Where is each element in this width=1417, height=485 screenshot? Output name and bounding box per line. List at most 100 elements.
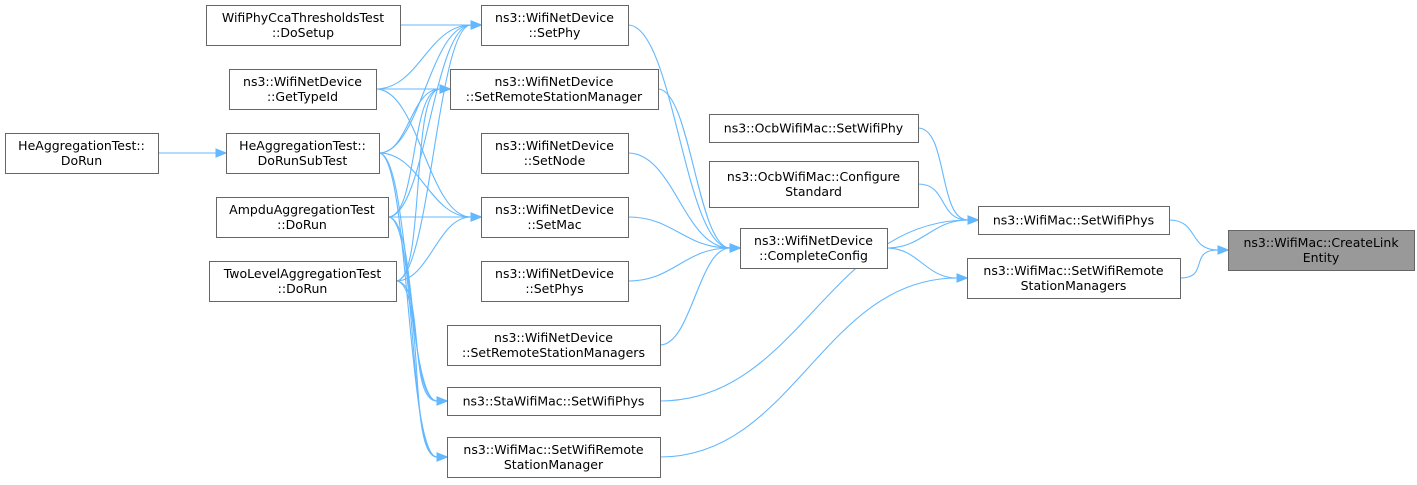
edge-complete_config-to-set_wifi_remote_station_managers	[886, 247, 969, 283]
node-box[interactable]	[481, 261, 629, 302]
edge-two_level_do_run-to-set_mac	[395, 212, 483, 282]
node-label: TwoLevelAggregationTest	[223, 266, 382, 281]
node-he-do-run[interactable]: HeAggregationTest::DoRun	[5, 133, 159, 174]
node-box[interactable]	[447, 437, 661, 478]
node-box[interactable]	[206, 5, 401, 46]
node-set-phy[interactable]: ns3::WifiNetDevice::SetPhy	[481, 5, 629, 46]
node-box[interactable]	[5, 133, 159, 174]
edge-line	[375, 88, 472, 218]
edge-line	[627, 152, 731, 249]
node-ocb-set-wifi-phy[interactable]: ns3::OcbWifiMac::SetWifiPhy	[709, 114, 919, 143]
edge-line	[659, 219, 969, 402]
edge-line	[1179, 249, 1219, 279]
node-set-remote-station-managers[interactable]: ns3::WifiNetDevice::SetRemoteStationMana…	[447, 325, 661, 366]
edge-line	[395, 216, 472, 282]
node-label: ::SetPhys	[525, 281, 583, 296]
node-box[interactable]	[209, 261, 397, 302]
node-box[interactable]	[229, 69, 377, 110]
node-label: ns3::WifiMac::CreateLink	[1243, 235, 1399, 250]
edge-line	[387, 216, 438, 458]
node-sta-set-wifi-phys[interactable]: ns3::StaWifiMac::SetWifiPhys	[447, 387, 661, 416]
edge-arrowhead	[436, 396, 449, 406]
node-label: ::DoRun	[277, 217, 327, 232]
node-box[interactable]	[447, 387, 661, 416]
edge-line	[917, 127, 969, 221]
node-box[interactable]	[447, 325, 661, 366]
node-ampdu-do-run[interactable]: AmpduAggregationTest::DoRun	[216, 197, 389, 238]
node-get-type-id[interactable]: ns3::WifiNetDevice::GetTypeId	[229, 69, 377, 110]
node-set-phys[interactable]: ns3::WifiNetDevice::SetPhys	[481, 261, 629, 302]
edge-line	[395, 24, 472, 282]
edge-line	[378, 152, 438, 402]
node-label: ns3::OcbWifiMac::SetWifiPhy	[724, 121, 904, 136]
node-box[interactable]	[967, 258, 1181, 299]
node-box[interactable]	[740, 228, 888, 269]
node-label: StationManagers	[1021, 278, 1127, 293]
node-label: ::SetMac	[527, 217, 581, 232]
node-label: ::SetPhy	[529, 25, 581, 40]
edge-he_do_run-to-he_do_run_sub_test	[158, 148, 228, 158]
node-two-level-do-run[interactable]: TwoLevelAggregationTest::DoRun	[209, 261, 397, 302]
node-label: ns3::WifiNetDevice	[495, 138, 614, 153]
node-label: ns3::WifiMac::SetWifiRemote	[983, 263, 1163, 278]
edge-arrowhead	[470, 212, 483, 222]
edge-complete_config-to-set_wifi_phys	[886, 215, 980, 249]
node-label: HeAggregationTest::	[239, 138, 366, 153]
target-node-box[interactable]	[1228, 230, 1415, 271]
node-label: StationManager	[504, 457, 604, 472]
edge-arrowhead	[729, 243, 742, 253]
node-box[interactable]	[481, 133, 629, 174]
node-label: HeAggregationTest::	[18, 138, 145, 153]
edge-line	[395, 280, 438, 402]
edge-set_wifi_remote_station_managers-to-create_link_entity	[1179, 245, 1230, 279]
edge-two_level_do_run-to-sta_set_wifi_phys	[395, 280, 449, 406]
node-complete-config[interactable]: ns3::WifiNetDevice::CompleteConfig	[740, 228, 888, 269]
node-box[interactable]	[978, 206, 1170, 235]
node-label: ns3::WifiNetDevice	[494, 330, 613, 345]
edge-arrowhead	[956, 273, 969, 283]
node-label: DoRun	[61, 153, 102, 168]
node-label: ns3::WifiNetDevice	[754, 233, 873, 248]
edge-line	[659, 247, 731, 346]
node-label: Entity	[1303, 250, 1340, 265]
edge-layer	[158, 20, 1230, 462]
edge-arrowhead	[436, 452, 449, 462]
edge-line	[657, 88, 731, 249]
edge-line	[627, 216, 731, 249]
edge-line	[627, 24, 731, 249]
node-set-wifi-remote-station-managers[interactable]: ns3::WifiMac::SetWifiRemoteStationManage…	[967, 258, 1181, 299]
node-box[interactable]	[216, 197, 389, 238]
edge-arrowhead	[215, 148, 228, 158]
edge-line	[387, 24, 472, 218]
edge-set_remote_station_managers-to-complete_config	[659, 243, 742, 346]
edge-line	[627, 247, 731, 282]
node-box[interactable]	[709, 161, 919, 208]
edge-ampdu_do_run-to-set_wifi_remote_station_manager	[387, 216, 449, 462]
edge-line	[395, 280, 438, 458]
edge-arrowhead	[439, 84, 452, 94]
edge-line	[886, 247, 958, 279]
edge-line	[387, 88, 441, 218]
node-label: ::SetRemoteStationManager	[466, 89, 643, 104]
node-box[interactable]	[450, 69, 659, 110]
node-box[interactable]	[481, 197, 629, 238]
node-label: ns3::WifiNetDevice	[495, 202, 614, 217]
node-he-do-run-sub-test[interactable]: HeAggregationTest::DoRunSubTest	[226, 133, 380, 174]
node-label: ::DoRun	[278, 281, 328, 296]
node-box[interactable]	[481, 5, 629, 46]
node-box[interactable]	[709, 114, 919, 143]
edge-line	[375, 24, 472, 90]
node-label: ns3::WifiNetDevice	[495, 74, 614, 89]
node-set-wifi-phys[interactable]: ns3::WifiMac::SetWifiPhys	[978, 206, 1170, 235]
node-box[interactable]	[226, 133, 380, 174]
node-set-remote-station-manager[interactable]: ns3::WifiNetDevice::SetRemoteStationMana…	[450, 69, 659, 110]
node-label: ns3::WifiNetDevice	[495, 266, 614, 281]
node-cca-thresholds-setup[interactable]: WifiPhyCcaThresholdsTest::DoSetup	[206, 5, 401, 46]
node-set-node[interactable]: ns3::WifiNetDevice::SetNode	[481, 133, 629, 174]
node-label: ::SetRemoteStationManagers	[462, 345, 645, 360]
edge-line	[1168, 219, 1219, 251]
node-set-wifi-remote-station-manager[interactable]: ns3::WifiMac::SetWifiRemoteStationManage…	[447, 437, 661, 478]
node-set-mac[interactable]: ns3::WifiNetDevice::SetMac	[481, 197, 629, 238]
